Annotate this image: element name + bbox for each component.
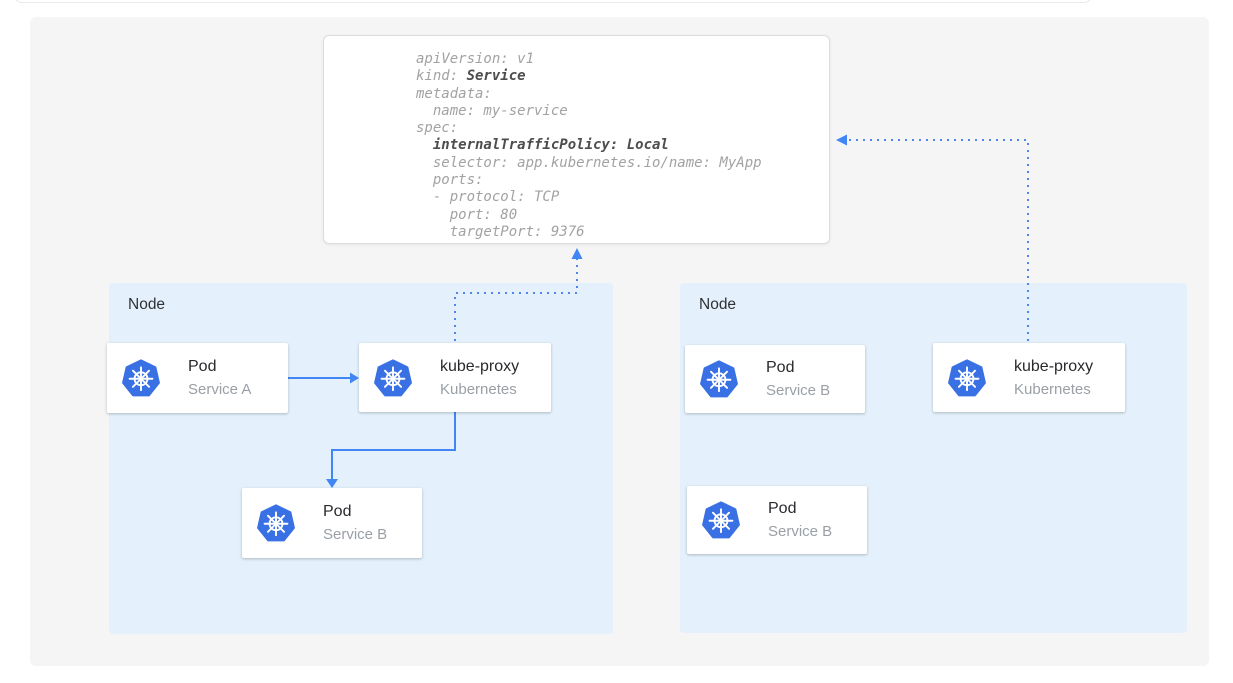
yaml-line: selector: app.kubernetes.io/name: MyApp [416,154,762,171]
yaml-line: name: my-service [416,102,568,119]
card-pod-service-b-left: Pod Service B [242,488,422,558]
node-left: Node [109,283,613,634]
kubernetes-icon [122,359,160,397]
card-subtitle: Kubernetes [440,380,517,398]
node-right-label: Node [699,296,737,313]
service-yaml-manifest: apiVersion: v1 kind: Service metadata: n… [323,35,830,244]
card-title: Pod [768,500,797,517]
kubernetes-icon [702,501,740,539]
yaml-line: spec: [416,120,459,137]
card-title: kube-proxy [1014,357,1094,375]
yaml-line: internalTrafficPolicy: Local [432,137,669,154]
yaml-line: ports: [416,172,484,189]
card-title: kube-proxy [440,357,520,375]
kubernetes-icon [374,358,412,397]
yaml-line: targetPort: 9376 [416,223,585,240]
card-pod-service-b-right-top: Pod Service B [685,345,865,413]
yaml-line: kind: Service [416,68,526,85]
card-subtitle: Service B [323,526,388,543]
kubernetes-icon [700,360,738,398]
card-kube-proxy-left: kube-proxy Kubernetes [359,343,551,412]
card-subtitle: Service B [768,523,833,540]
card-kube-proxy-right: kube-proxy Kubernetes [933,343,1125,412]
card-subtitle: Service B [766,382,831,399]
kubernetes-icon [257,504,295,542]
card-pod-service-b-right-bottom: Pod Service B [687,486,867,554]
yaml-line: port: 80 [416,206,518,223]
toolbar-bottom-edge [13,0,1093,3]
card-subtitle: Service A [188,381,252,398]
kubernetes-icon [948,358,986,397]
card-title: Pod [188,358,217,375]
node-left-label: Node [128,296,166,313]
card-pod-service-a: Pod Service A [107,343,288,413]
card-subtitle: Kubernetes [1014,380,1091,398]
yaml-line: metadata: [416,85,492,102]
yaml-line: apiVersion: v1 [416,51,535,67]
yaml-line: - protocol: TCP [416,189,560,206]
card-title: Pod [323,503,352,520]
node-right: Node [680,283,1187,633]
card-title: Pod [766,359,795,376]
